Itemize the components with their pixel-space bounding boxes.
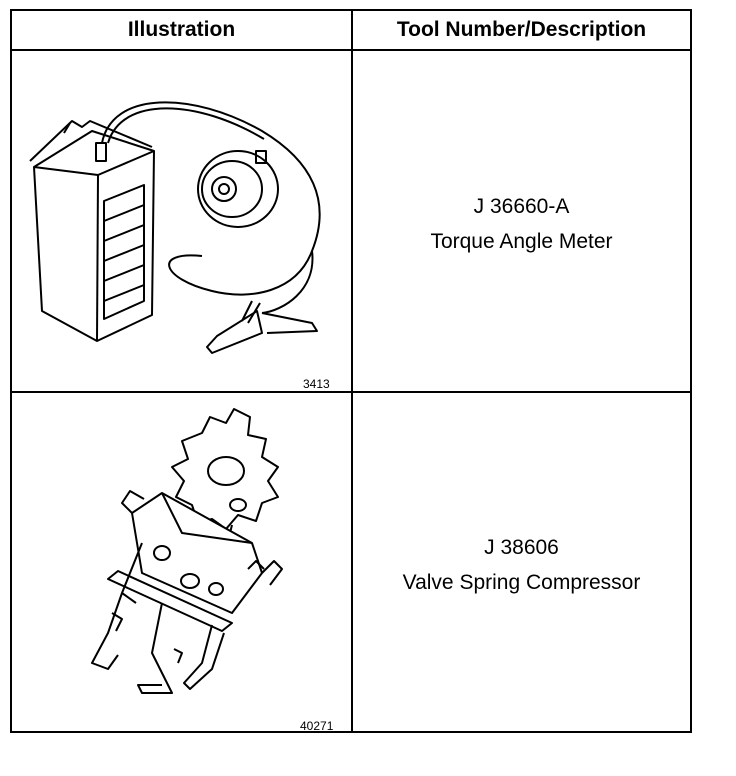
illustration-header: Illustration [127, 18, 236, 41]
tool-description: Torque Angle Meter [430, 230, 613, 253]
column-divider [351, 11, 353, 731]
tool-description-cell: J 38606 Valve Spring Compressor [353, 530, 690, 600]
tool-table: Illustration Tool Number/Description [10, 9, 692, 733]
tool-description: Valve Spring Compressor [402, 571, 641, 594]
tool-number: J 36660-A [473, 195, 570, 218]
figure-number: 40271 [300, 719, 334, 733]
tool-number: J 38606 [484, 536, 559, 559]
row-divider [12, 391, 690, 393]
tool-description-cell: J 36660-A Torque Angle Meter [353, 189, 690, 259]
table-row: 40271 [12, 393, 690, 733]
valve-spring-compressor-icon [91, 408, 283, 694]
tool-description-header: Tool Number/Description [396, 18, 647, 41]
torque-angle-meter-icon [29, 101, 321, 354]
table-row: 3413 [12, 51, 690, 391]
figure-number: 3413 [303, 377, 330, 391]
header-divider [12, 49, 690, 51]
